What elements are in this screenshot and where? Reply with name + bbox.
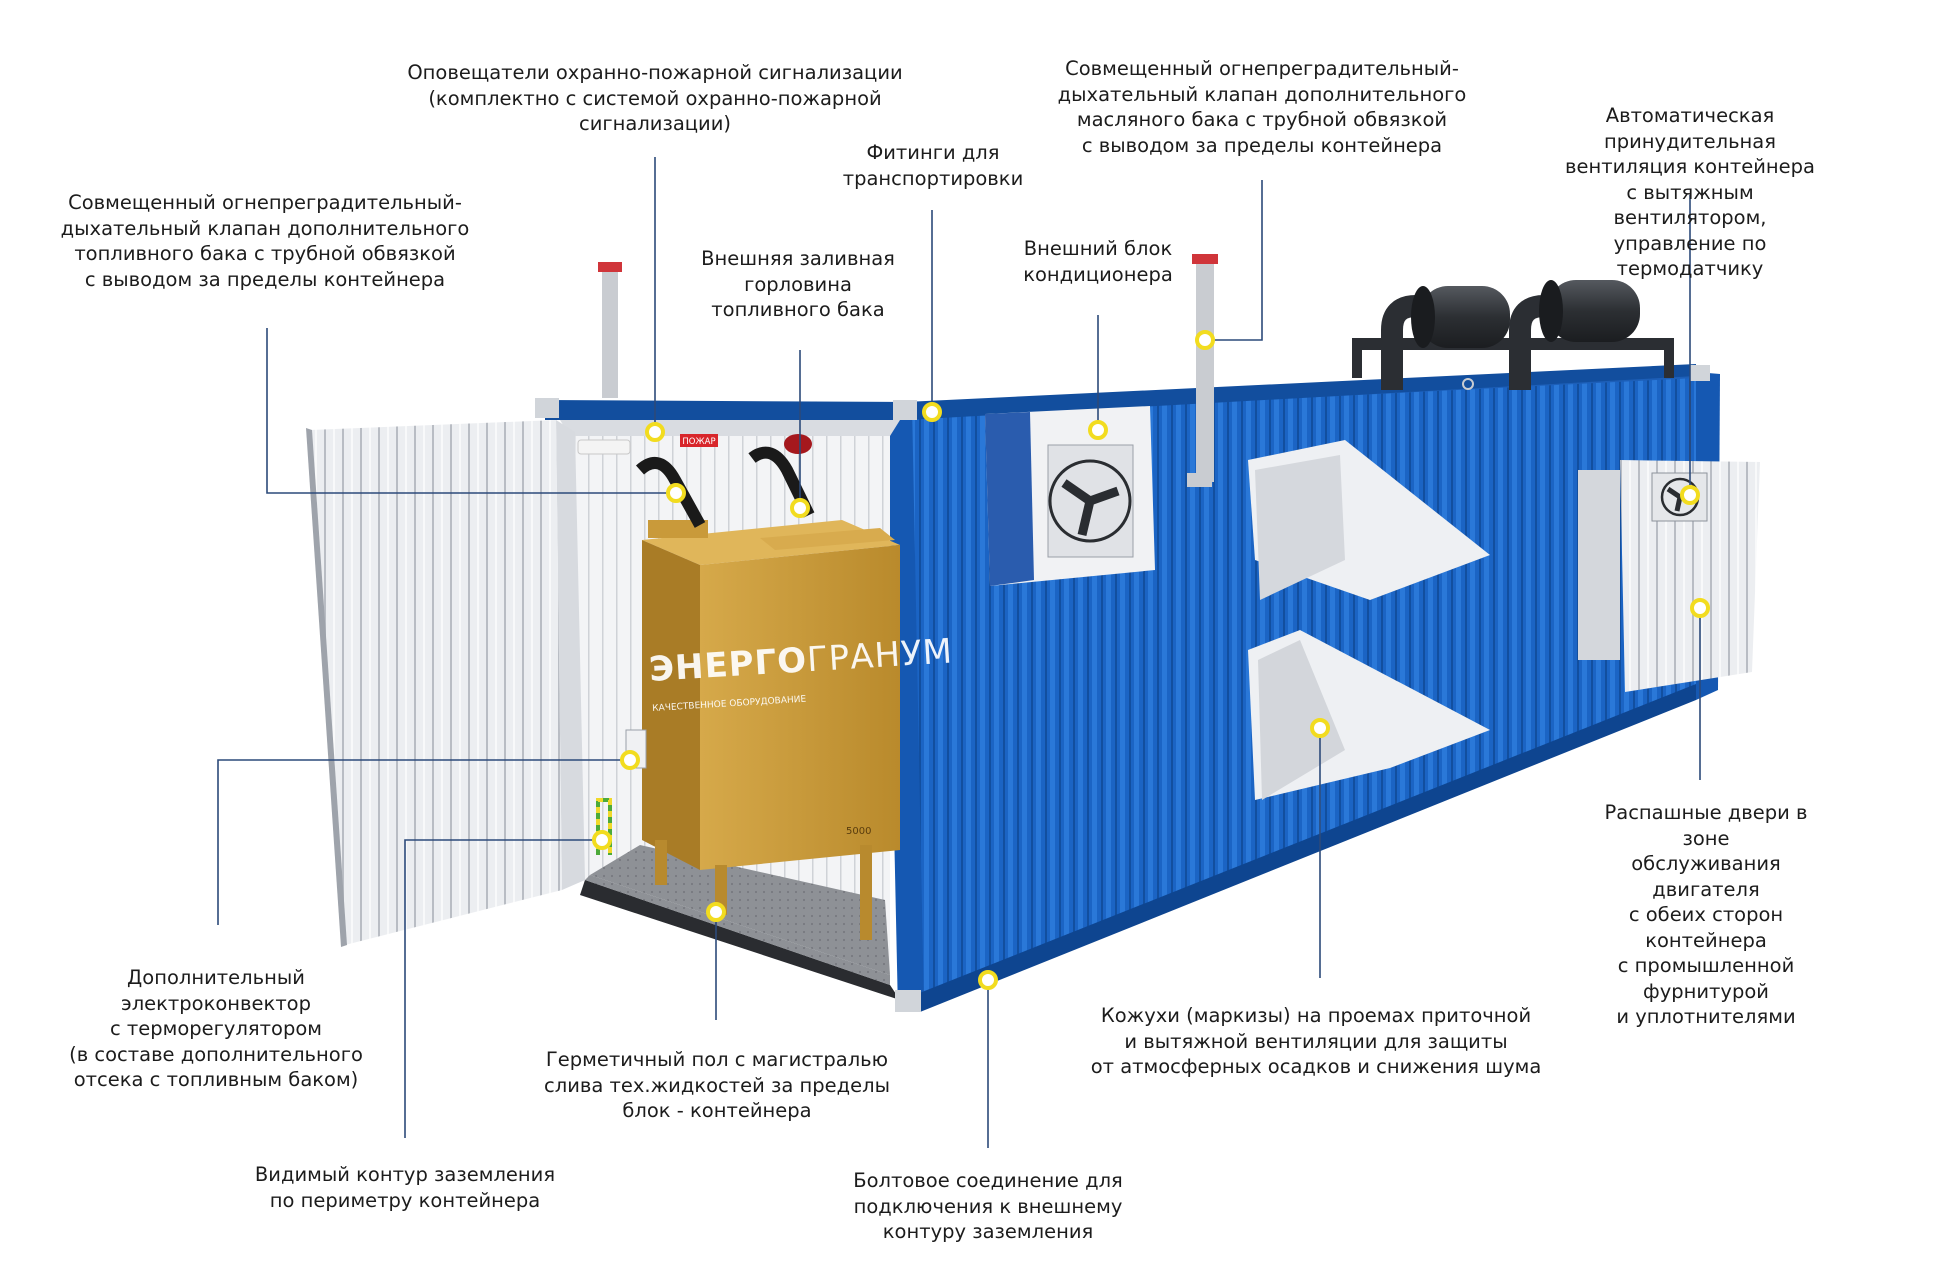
muffler-1 (1420, 286, 1510, 348)
label-swing-doors: Распашные двери в зоне обслуживания двиг… (1604, 801, 1808, 1028)
tank-leg (655, 840, 667, 885)
grounding-contour-line (596, 798, 612, 855)
leader-line-grounding-contour (404, 839, 602, 1138)
callout-marker-fire-alarm (645, 422, 665, 442)
corner-fitting (893, 400, 917, 420)
ac-fan-icon (1048, 459, 1132, 543)
interior-ceiling (560, 420, 900, 436)
fuel-breather-pipe (602, 268, 618, 398)
fire-sign-text: ПОЖАР (682, 437, 715, 447)
ac-unit-fins (985, 412, 1034, 586)
muffler-2-end (1539, 280, 1563, 342)
fuel-hose (635, 457, 706, 528)
tank-hatch-2 (760, 528, 895, 550)
callout-marker-fuel-valve (666, 483, 686, 503)
engine-compartment-opening (1578, 470, 1620, 660)
leader-lines (217, 157, 1701, 1148)
corner-fitting (1690, 365, 1710, 381)
callout-marker-fuel-filler (790, 498, 810, 518)
label-grounding-contour: Видимый контур заземления по периметру к… (254, 1163, 556, 1212)
muffler-1-end (1411, 286, 1435, 348)
label-fuel-valve: Совмещенный огнепреградительный- дыхател… (60, 191, 470, 291)
ac-fan-blades (1061, 479, 1120, 537)
muffler-rack-leg (1352, 338, 1362, 378)
lifting-eye (1462, 378, 1474, 390)
fire-sign (680, 434, 718, 447)
left-door (310, 420, 562, 945)
tank-leg (860, 845, 872, 940)
callout-marker-sealed-floor (706, 902, 726, 922)
left-door-edge (306, 428, 347, 947)
container-bottom-rail (912, 684, 1696, 1012)
oil-breather-elbow (1187, 462, 1212, 487)
sealed-floor (580, 880, 900, 1000)
alarm-siren (784, 434, 812, 454)
fuel-tank-side (700, 545, 900, 870)
label-sealed-floor: Герметичный пол с магистралью слива тех.… (544, 1048, 890, 1122)
label-fittings: Фитинги для транспортировки (842, 141, 1024, 190)
tank-volume: 5000 (846, 826, 872, 837)
label-fuel-filler: Внешняя заливная горловина топливного ба… (701, 247, 895, 321)
label-oil-valve: Совмещенный огнепреградительный- дыхател… (1057, 57, 1467, 157)
muffler-2 (1548, 280, 1640, 342)
label-convector: Дополнительный электроконвектор с термор… (69, 966, 363, 1091)
interior-left-wall (556, 420, 585, 890)
callout-marker-convector (620, 750, 640, 770)
callout-marker-ac-unit (1088, 420, 1108, 440)
floor-surface (585, 875, 890, 985)
vent-hood-upper-side (1255, 455, 1345, 600)
callout-marker-grounding-contour (592, 830, 612, 850)
callout-markers (592, 330, 1710, 990)
leader-line-fuel-valve (266, 328, 676, 494)
light-fixture (577, 439, 631, 455)
vent-hood-lower-side (1258, 640, 1345, 800)
grounding-contour-line (596, 798, 612, 855)
callout-marker-swing-doors (1690, 598, 1710, 618)
corner-fitting (535, 398, 559, 418)
oil-breather-pipe (1196, 262, 1214, 482)
fuel-breather-cap (598, 262, 622, 272)
label-hoods: Кожухи (маркизы) на проемах приточной и … (1090, 1004, 1542, 1078)
callout-marker-oil-valve (1195, 330, 1215, 350)
callout-marker-bolt-connection (978, 970, 998, 990)
fuel-hose (748, 446, 815, 518)
leader-line-convector (217, 759, 630, 925)
oil-breather-cap (1192, 254, 1218, 264)
callout-marker-hoods (1310, 718, 1330, 738)
container-top-rail (545, 364, 1696, 420)
label-ac-unit: Внешний блок кондиционера (1023, 237, 1173, 286)
muffler-rack-leg (1664, 338, 1674, 378)
label-fire-alarm: Оповещатели охранно-пожарной сигнализаци… (407, 61, 903, 135)
callout-marker-auto-ventilation (1680, 485, 1700, 505)
corner-fitting (895, 990, 921, 1012)
leader-line-oil-valve (1205, 180, 1263, 341)
fuel-tank-front (642, 540, 700, 870)
callout-marker-fittings (922, 402, 942, 422)
label-bolt-connection: Болтовое соединение для подключения к вн… (853, 1169, 1123, 1243)
label-auto-ventilation: Автоматическая принудительная вентиляция… (1565, 104, 1815, 280)
